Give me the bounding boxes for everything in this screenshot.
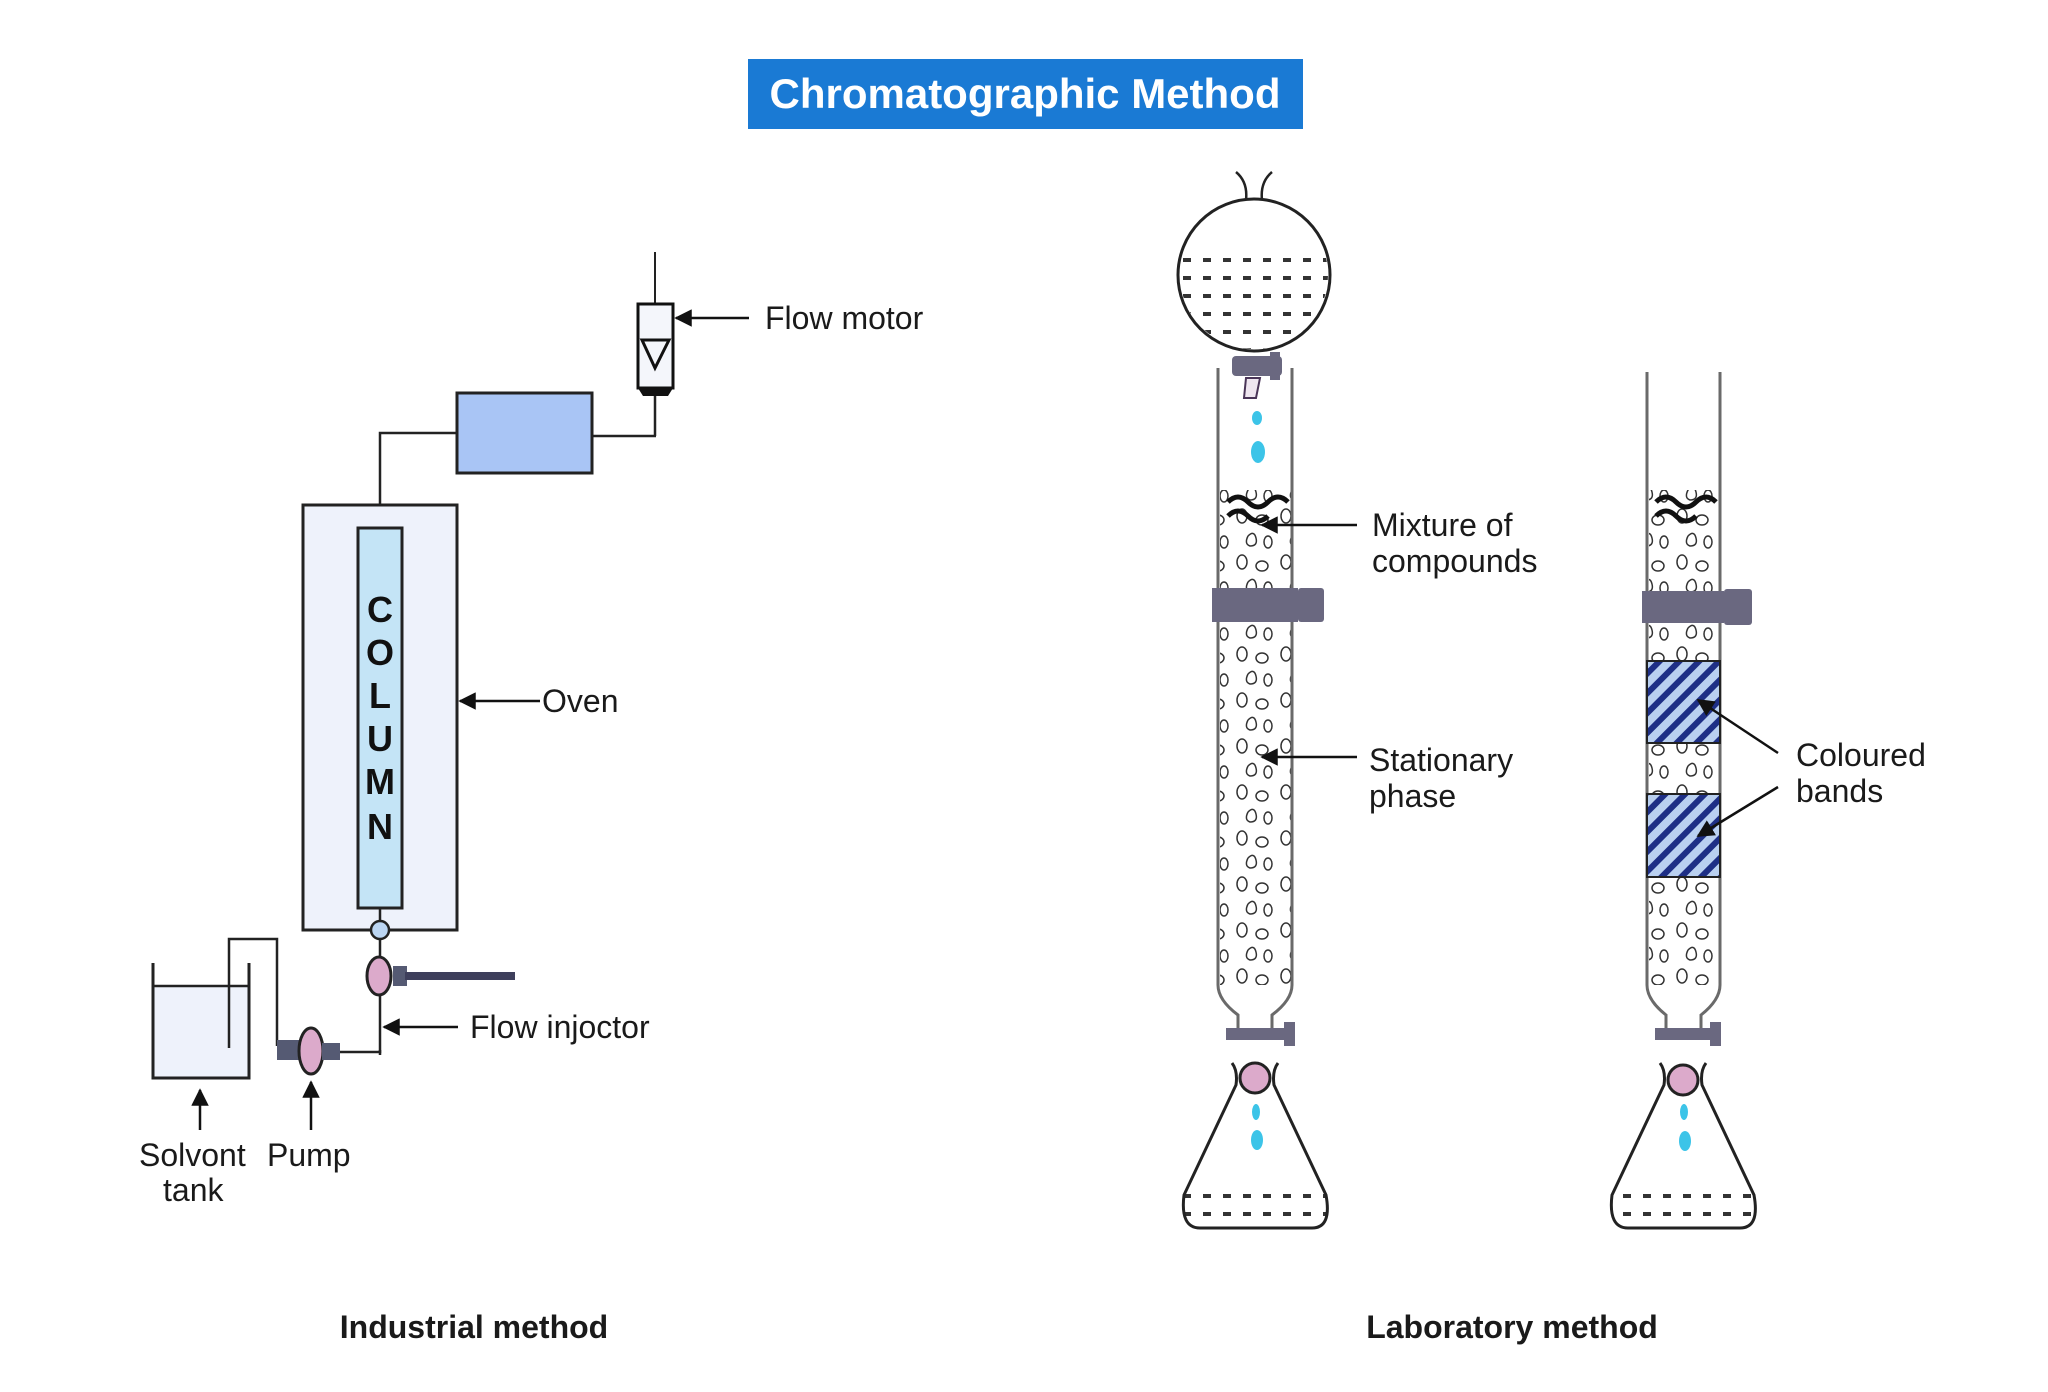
solvent-tank-label-2: tank <box>163 1172 224 1208</box>
coloured-band-1 <box>1646 660 1721 744</box>
clamp-icon <box>1642 591 1724 623</box>
oven-label: Oven <box>542 683 618 719</box>
laboratory-caption: Laboratory method <box>1366 1309 1658 1345</box>
stopcock-icon <box>1232 356 1282 376</box>
drop-icon <box>1251 441 1265 463</box>
conical-flask-2 <box>1609 1062 1757 1230</box>
clamp-icon <box>1212 588 1298 622</box>
mixture-label-2: compounds <box>1372 543 1537 579</box>
laboratory-method: Mixture of compounds Stationary phase Co… <box>1176 171 1926 1345</box>
stationary-phase-label: Stationary <box>1369 742 1513 778</box>
conical-flask-1 <box>1181 1062 1329 1230</box>
lab-column-1 <box>1212 368 1324 1150</box>
mixture-label: Mixture of <box>1372 507 1513 543</box>
title-background <box>748 59 1303 129</box>
injector-label: Flow injoctor <box>470 1009 650 1045</box>
drop-icon <box>1680 1104 1688 1120</box>
industrial-method: Flow motor C O L U M N Oven Flow injocto… <box>139 252 924 1345</box>
column-letter: L <box>369 675 391 716</box>
band-arrow-2 <box>1696 785 1779 838</box>
column-letter: M <box>365 761 395 802</box>
industrial-caption: Industrial method <box>340 1309 608 1345</box>
syringe-needle <box>405 972 515 980</box>
drop-icon <box>1252 1104 1260 1120</box>
stationary-phase-label-2: phase <box>1369 778 1456 814</box>
drop-icon <box>1252 411 1262 425</box>
flow-injector <box>365 955 393 997</box>
separatory-funnel <box>1176 171 1332 399</box>
column-letter: C <box>367 589 393 630</box>
pump-label: Pump <box>267 1137 351 1173</box>
flow-meter <box>592 252 675 438</box>
coloured-bands-label: Coloured <box>1796 737 1926 773</box>
column-letter: O <box>366 632 394 673</box>
solvent-tank <box>151 937 279 1080</box>
stopcock-icon <box>1226 1028 1284 1040</box>
drop-icon <box>1679 1131 1691 1151</box>
coloured-bands-label-2: bands <box>1796 773 1883 809</box>
pump <box>297 1026 325 1076</box>
column-letter: U <box>367 718 393 759</box>
column-letter: N <box>367 806 393 847</box>
lab-column-2 <box>1642 372 1752 1151</box>
title-text: Chromatographic Method <box>770 70 1281 117</box>
title-banner: Chromatographic Method <box>748 59 1303 129</box>
stopcock-icon <box>1655 1028 1710 1040</box>
band-arrow-1 <box>1696 698 1779 755</box>
valve-icon <box>369 919 391 941</box>
column <box>356 526 404 910</box>
column-letters: C O L U M N <box>365 589 395 847</box>
mixture-band <box>1654 494 1718 524</box>
detector-box <box>455 391 594 475</box>
drop-icon <box>1251 1130 1263 1150</box>
coloured-band-2 <box>1646 793 1721 878</box>
solvent-tank-label: Solvont <box>139 1137 246 1173</box>
float-icon <box>639 338 672 372</box>
flow-meter-label: Flow motor <box>765 300 924 336</box>
